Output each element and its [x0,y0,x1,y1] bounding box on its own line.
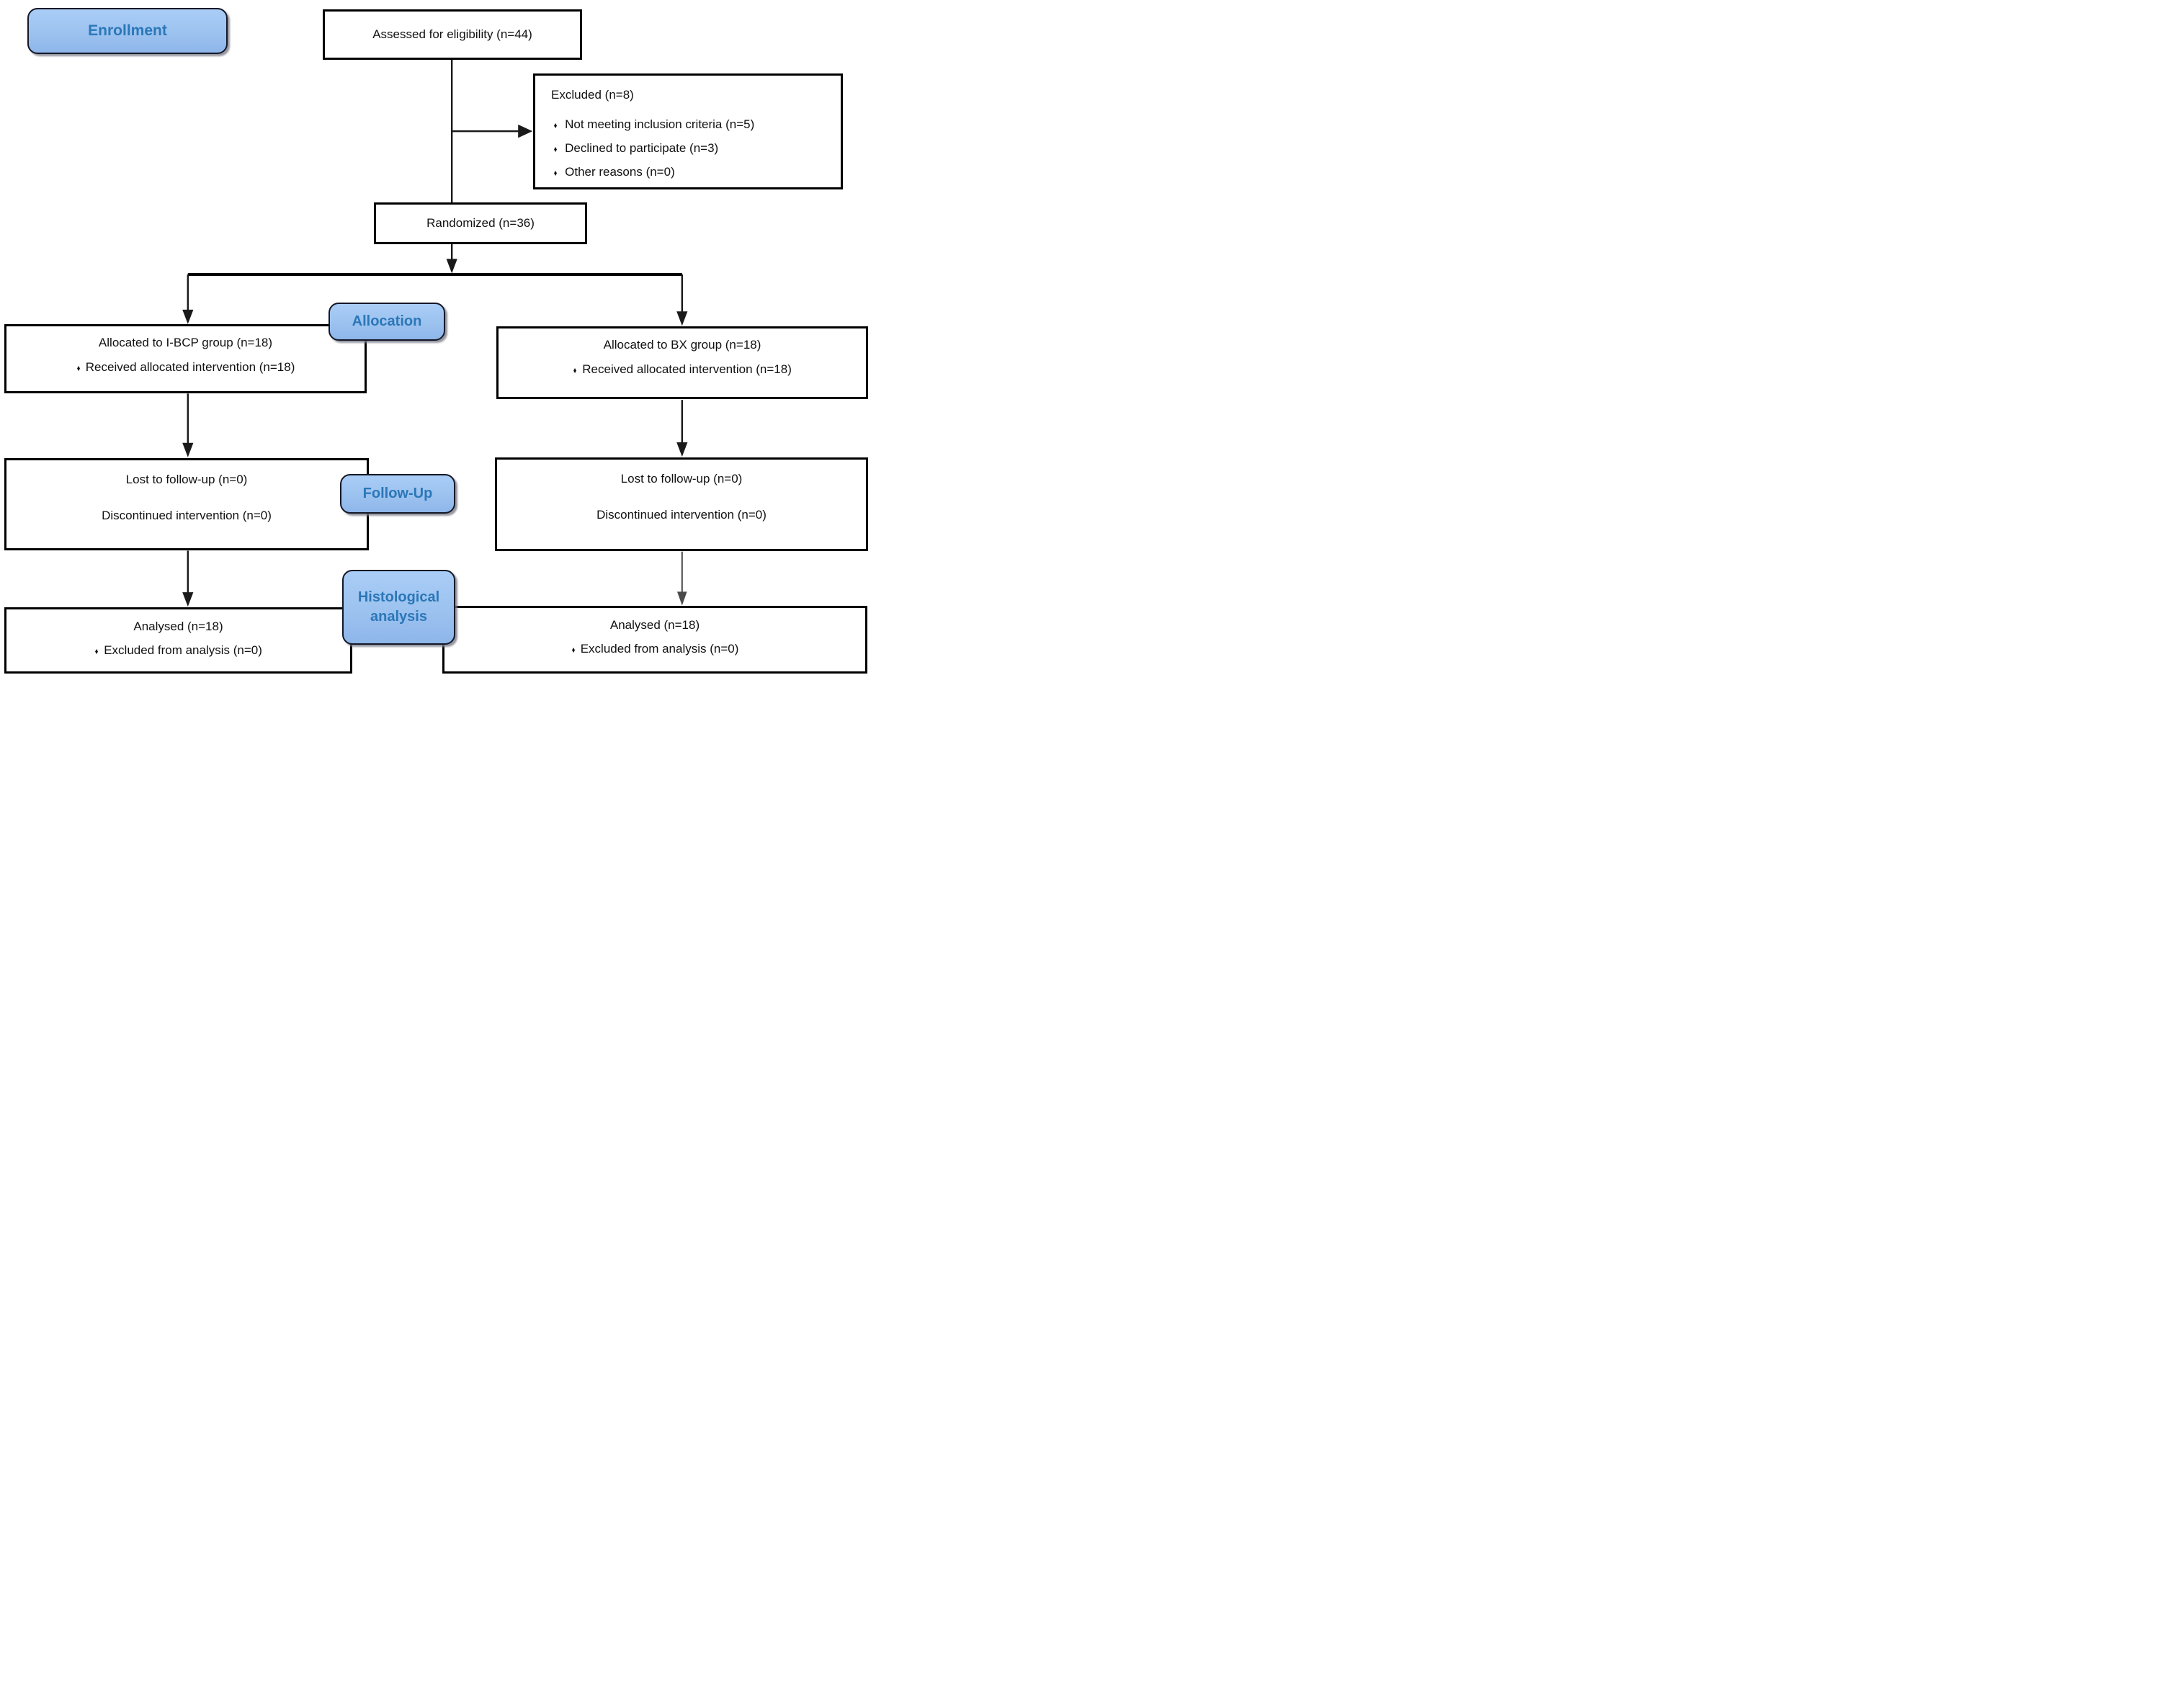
histological-analysis-stage-label: Histological analysis [342,570,455,645]
analysed-right-bullet: ♦ Excluded from analysis (n=0) [571,642,739,656]
lost-to-followup-text: Lost to follow-up (n=0) [620,472,743,486]
allocated-ibcp-title: Allocated to I-BCP group (n=18) [98,336,273,349]
diamond-bullet-icon: ♦ [76,363,80,373]
randomized-text: Randomized (n=36) [426,216,535,230]
allocated-ibcp-bullet-text: Received allocated intervention (n=18) [85,360,295,374]
histological-stage-text-line2: analysis [370,609,427,625]
analysed-left-title: Analysed (n=18) [133,620,223,633]
consort-flow-diagram: Enrollment Assessed for eligibility (n=4… [0,0,869,684]
enrollment-stage-text: Enrollment [88,22,167,39]
allocation-stage-label: Allocation [329,303,445,341]
allocated-ibcp-bullet: ♦ Received allocated intervention (n=18) [76,360,295,375]
followup-stage-text: Follow-Up [362,486,433,501]
lost-to-followup-text: Lost to follow-up (n=0) [125,473,248,486]
allocated-bx-title: Allocated to BX group (n=18) [603,338,761,352]
discontinued-text: Discontinued intervention (n=0) [596,508,767,522]
diamond-bullet-icon: ♦ [571,645,575,655]
allocated-bx-bullet: ♦ Received allocated intervention (n=18) [573,362,792,377]
excluded-bullet-text: Declined to participate (n=3) [565,141,719,155]
analysed-left-box: Analysed (n=18) ♦ Excluded from analysis… [4,607,352,674]
excluded-box: Excluded (n=8) ♦ Not meeting inclusion c… [533,73,843,189]
allocation-stage-text: Allocation [352,313,422,329]
excluded-bullet-text: Not meeting inclusion criteria (n=5) [565,117,755,131]
discontinued-text: Discontinued intervention (n=0) [102,509,272,522]
diamond-bullet-icon: ♦ [553,120,558,130]
allocated-ibcp-box: Allocated to I-BCP group (n=18) ♦ Receiv… [4,324,367,393]
followup-left-box: Lost to follow-up (n=0) Discontinued int… [4,458,369,550]
assessed-eligibility-text: Assessed for eligibility (n=44) [372,27,532,41]
excluded-bullet-item: ♦ Not meeting inclusion criteria (n=5) [551,113,834,137]
diamond-bullet-icon: ♦ [553,168,558,178]
diamond-bullet-icon: ♦ [553,144,558,154]
diamond-bullet-icon: ♦ [94,646,99,656]
diamond-bullet-icon: ♦ [573,365,577,375]
analysed-left-bullet: ♦ Excluded from analysis (n=0) [94,643,262,658]
randomized-box: Randomized (n=36) [374,202,587,244]
assessed-eligibility-box: Assessed for eligibility (n=44) [323,9,582,60]
followup-right-box: Lost to follow-up (n=0) Discontinued int… [495,457,868,551]
excluded-bullet-text: Other reasons (n=0) [565,165,675,179]
excluded-bullet-item: ♦ Other reasons (n=0) [551,161,834,184]
excluded-bullet-item: ♦ Declined to participate (n=3) [551,137,834,161]
analysed-right-bullet-text: Excluded from analysis (n=0) [580,642,739,656]
histological-stage-text-line1: Histological [357,589,440,605]
analysed-left-bullet-text: Excluded from analysis (n=0) [104,643,262,657]
flow-connectors [182,59,688,607]
analysed-right-title: Analysed (n=18) [609,618,700,632]
excluded-title: Excluded (n=8) [551,88,634,102]
enrollment-stage-label: Enrollment [27,8,228,54]
allocated-bx-box: Allocated to BX group (n=18) ♦ Received … [496,326,868,399]
followup-stage-label: Follow-Up [340,474,455,514]
analysed-right-box: Analysed (n=18) ♦ Excluded from analysis… [442,606,867,674]
allocated-bx-bullet-text: Received allocated intervention (n=18) [582,362,792,376]
